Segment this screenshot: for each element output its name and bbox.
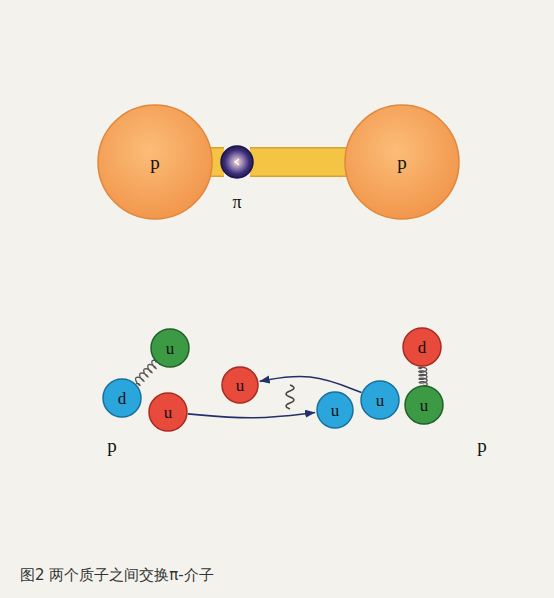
pion-ball: π	[220, 145, 254, 179]
particle-label: d	[118, 390, 127, 407]
node-outline	[220, 145, 254, 179]
quark-circle: u	[148, 392, 188, 432]
particle-label: u	[164, 404, 173, 421]
proton-circle: p	[344, 104, 460, 220]
quark-circle: u	[360, 380, 400, 420]
particle-label: π	[232, 193, 241, 211]
proton-circle: p	[97, 104, 213, 220]
particle-label: u	[376, 392, 385, 409]
gluon-spring	[419, 367, 428, 386]
top-panel	[18, 20, 538, 272]
particle-label: p	[477, 436, 487, 455]
node-outline	[342, 318, 462, 438]
particle-label: d	[418, 339, 427, 356]
quark-circle: u	[404, 385, 444, 425]
particle-label: u	[420, 397, 429, 414]
particle-label: u	[166, 340, 175, 357]
quark-line	[260, 376, 362, 392]
gluon-coil	[286, 385, 294, 409]
proton-circle: pudu	[97, 322, 217, 442]
particle-label: p	[107, 436, 117, 455]
proton-circle: pduu	[342, 318, 462, 438]
gluon-spring	[136, 360, 157, 385]
caption-text: 图2 两个质子之间交换π-介子	[20, 566, 214, 584]
quark-line	[188, 412, 315, 417]
particle-label: p	[150, 153, 160, 172]
quark-circle: d	[102, 378, 142, 418]
particle-label: p	[397, 153, 407, 172]
quark-circle: u	[316, 391, 354, 429]
figure-caption: 图2 两个质子之间交换π-介子	[20, 566, 214, 585]
exchange-band	[250, 162, 348, 163]
quark-circle: u	[221, 366, 259, 404]
quark-circle: u	[150, 328, 190, 368]
quark-circle: d	[402, 327, 442, 367]
particle-label: u	[236, 377, 245, 394]
particle-label: u	[331, 402, 340, 419]
